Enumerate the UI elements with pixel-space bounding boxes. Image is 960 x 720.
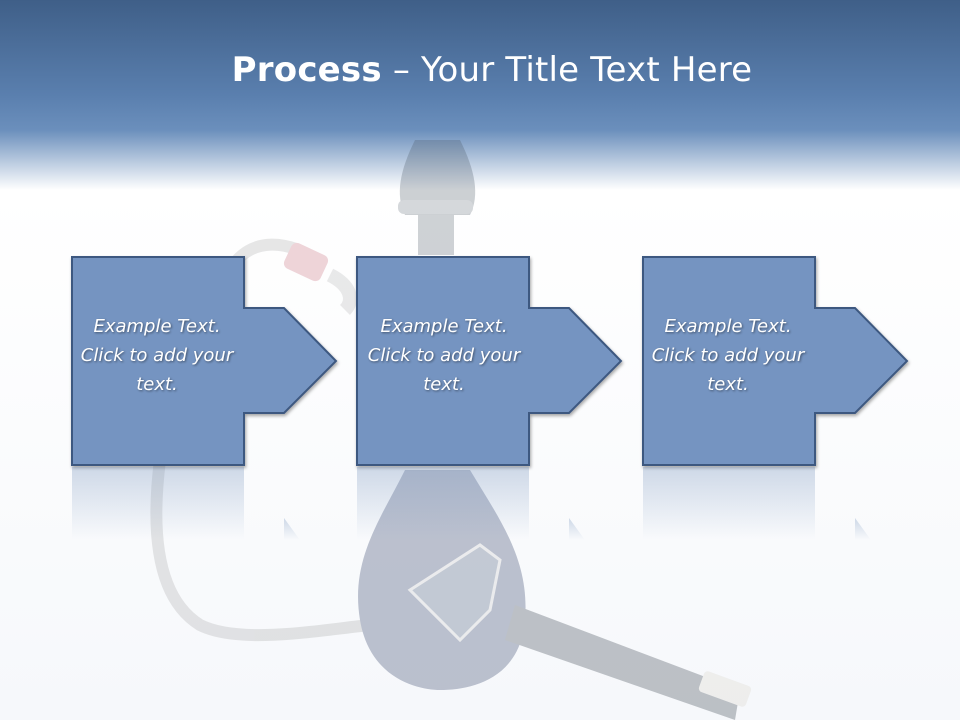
slide-title[interactable]: Process – Your Title Text Here	[0, 50, 960, 90]
step-text-3[interactable]: Example Text. Click to add your text.	[651, 316, 805, 395]
step-text-2[interactable]: Example Text. Click to add your text.	[367, 316, 521, 395]
step-shape-3[interactable]	[642, 256, 909, 540]
step-shape-2[interactable]	[356, 256, 623, 540]
step-shape-1[interactable]	[71, 256, 338, 540]
step-text-1[interactable]: Example Text. Click to add your text.	[80, 316, 234, 395]
title-bold: Process	[231, 50, 382, 90]
title-rest: – Your Title Text Here	[392, 50, 753, 90]
